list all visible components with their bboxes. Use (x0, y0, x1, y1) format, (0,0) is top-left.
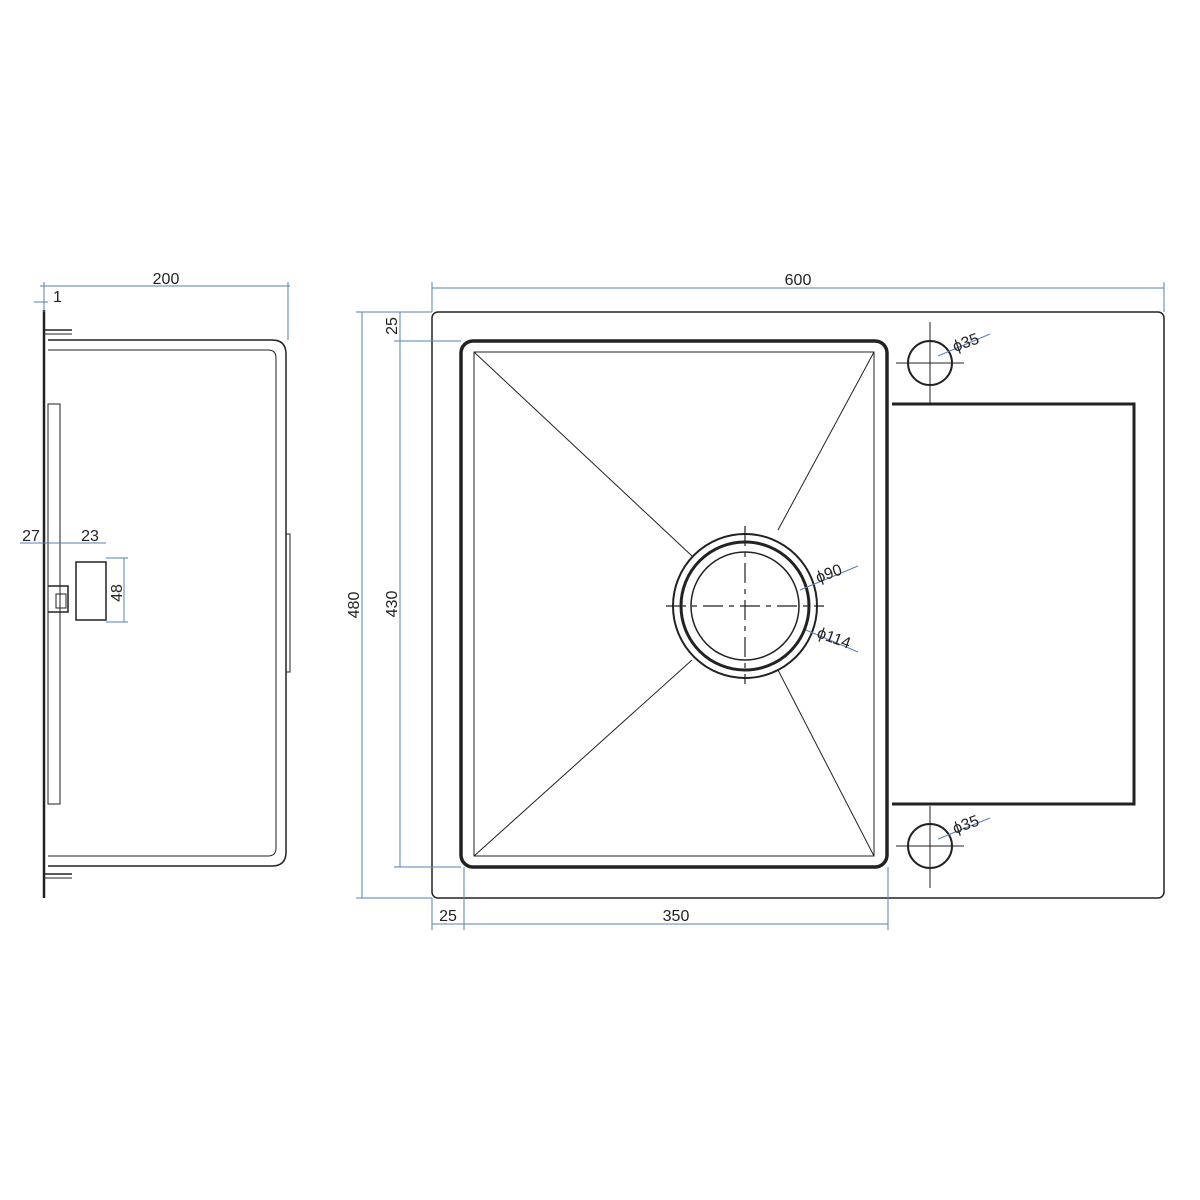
side-overflow-box (75, 561, 107, 621)
top-dim-drain-inner: ϕ90 (799, 562, 859, 591)
side-inner-wall (47, 403, 61, 805)
tap-hole-top (896, 322, 964, 404)
drainboard-outline (892, 402, 1136, 806)
top-view: 600 480 430 25 25 350 (346, 272, 1165, 930)
top-dim-top-margin: 25 (384, 312, 401, 341)
top-plate-outline (431, 311, 1165, 899)
side-right-lip (285, 533, 291, 673)
side-dim-overflow-height-text: 48 (109, 584, 126, 602)
side-dim-overflow-offset-text: 27 (22, 528, 40, 545)
top-dim-tap-bottom-text: ϕ35 (951, 813, 982, 838)
tap-hole-bottom (896, 806, 964, 888)
top-dim-drain-outer-text: ϕ114 (815, 625, 853, 653)
side-dim-wall-text: 1 (53, 289, 62, 306)
top-dim-tap-bottom: ϕ35 (937, 813, 991, 840)
side-dim-width-text: 200 (153, 271, 180, 288)
side-view: 200 1 27 23 48 (20, 271, 291, 898)
top-dim-bowl-depth: 430 (384, 340, 461, 868)
top-dim-tap-top: ϕ35 (937, 331, 991, 357)
top-dim-total-depth-text: 480 (346, 592, 363, 619)
side-dim-overflow: 27 23 48 (20, 528, 128, 623)
bowl-outline (459, 339, 889, 869)
side-clip-bottom (44, 873, 72, 879)
side-dim-wall: 1 (34, 289, 62, 306)
side-dim-overflow-width-text: 23 (81, 528, 99, 545)
side-bowl-inner (48, 349, 277, 857)
side-overflow-slot (55, 593, 67, 609)
bowl-fold-lines (473, 351, 875, 857)
side-dim-width: 200 (40, 271, 290, 340)
top-dim-tap-top-text: ϕ35 (951, 331, 982, 356)
top-dim-total-depth: 480 (346, 311, 432, 899)
side-clip-top (44, 329, 72, 335)
top-dim-left-margin-text: 25 (439, 908, 457, 925)
top-dim-bowl-width-text: 350 (663, 908, 690, 925)
drain (666, 526, 824, 684)
top-dim-drain-inner-text: ϕ90 (814, 562, 845, 587)
top-dim-top-margin-text: 25 (384, 317, 401, 335)
bowl-inner-outline (473, 351, 875, 857)
top-dim-bottom: 25 350 (431, 867, 889, 930)
top-dim-bowl-depth-text: 430 (384, 591, 401, 618)
top-dim-total-width: 600 (431, 272, 1165, 312)
side-bowl-outline (48, 339, 287, 867)
side-overflow-connector (48, 585, 69, 613)
top-dim-total-width-text: 600 (785, 272, 812, 289)
